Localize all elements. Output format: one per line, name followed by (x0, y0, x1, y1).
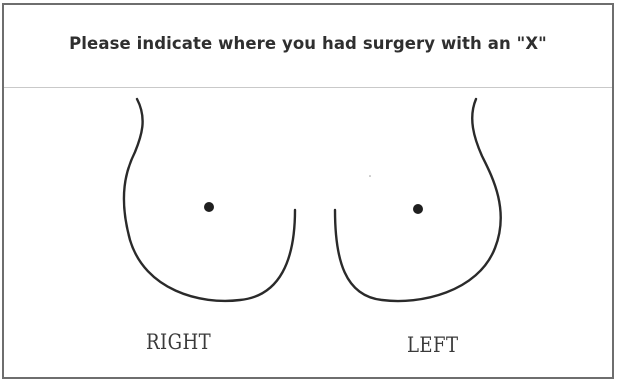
right-nipple-dot (204, 202, 214, 212)
left-breast-outline (335, 99, 501, 301)
left-side-label: LEFT (407, 333, 458, 357)
right-side-label: RIGHT (146, 330, 211, 354)
right-breast-outline (124, 99, 295, 301)
left-nipple-dot (413, 204, 423, 214)
scan-speck (369, 175, 371, 177)
